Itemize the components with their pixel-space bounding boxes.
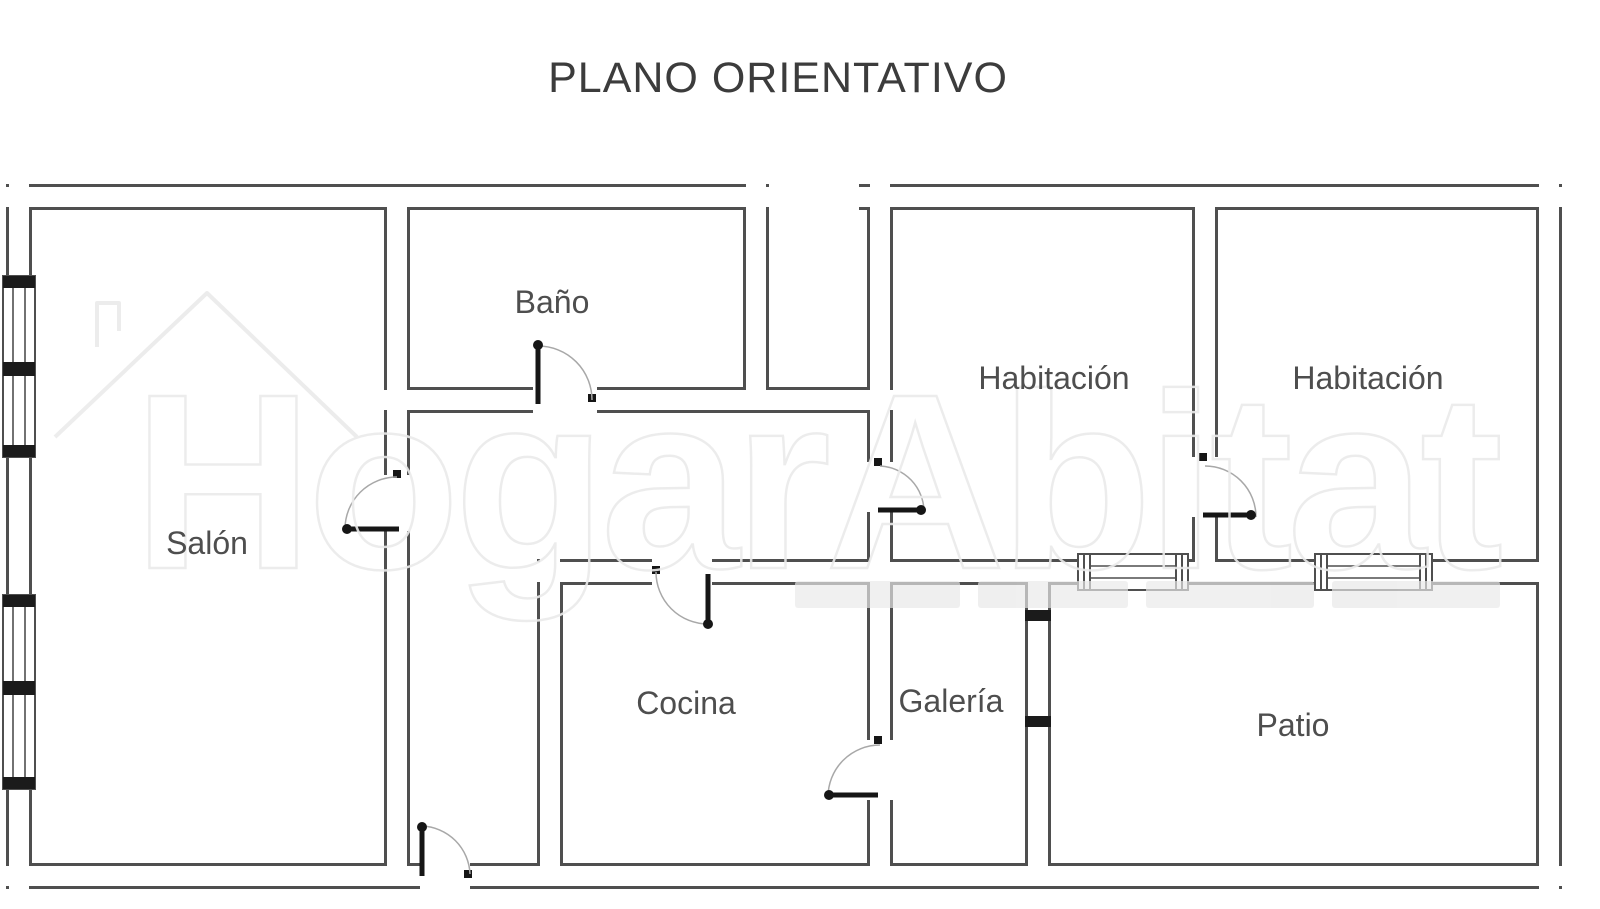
room-label-habitacion-2: Habitación bbox=[1292, 360, 1443, 396]
room-label-bano: Baño bbox=[515, 284, 590, 320]
opening-bano bbox=[533, 385, 597, 415]
room-label-cocina: Cocina bbox=[636, 685, 736, 721]
opening-entrance bbox=[420, 861, 470, 892]
watermark-brand-text: HogarAbitat bbox=[133, 342, 1501, 621]
door-cocina bbox=[652, 566, 713, 629]
watermark-house-icon bbox=[53, 291, 359, 439]
opening-habitacion-1 bbox=[865, 462, 895, 512]
room-label-salon: Salón bbox=[166, 525, 248, 561]
doors bbox=[342, 340, 1257, 878]
room-label-patio: Patio bbox=[1257, 707, 1330, 743]
door-galeria bbox=[824, 736, 882, 800]
door-openings bbox=[382, 385, 1220, 892]
watermark: HogarAbitat bbox=[53, 291, 1508, 622]
opening-galeria bbox=[865, 740, 895, 800]
labels: PLANO ORIENTATIVO Salón Baño Habitación … bbox=[166, 54, 1444, 743]
watermark-tagline-blocks bbox=[795, 581, 1500, 608]
room-label-galeria: Galería bbox=[899, 683, 1004, 719]
opening-cocina bbox=[652, 557, 712, 588]
door-habitacion-1 bbox=[874, 458, 926, 515]
door-entrance bbox=[417, 822, 472, 878]
window-salon-lower bbox=[2, 594, 36, 790]
door-habitacion-2 bbox=[1199, 453, 1257, 520]
opening-salon bbox=[382, 475, 412, 531]
window-salon-upper bbox=[2, 275, 36, 458]
plan-title: PLANO ORIENTATIVO bbox=[548, 54, 1008, 102]
window-galeria-patio bbox=[1025, 610, 1051, 727]
walls bbox=[6, 184, 1562, 889]
door-salon bbox=[342, 470, 401, 534]
room-label-habitacion-1: Habitación bbox=[978, 360, 1129, 396]
door-bano bbox=[533, 340, 596, 404]
